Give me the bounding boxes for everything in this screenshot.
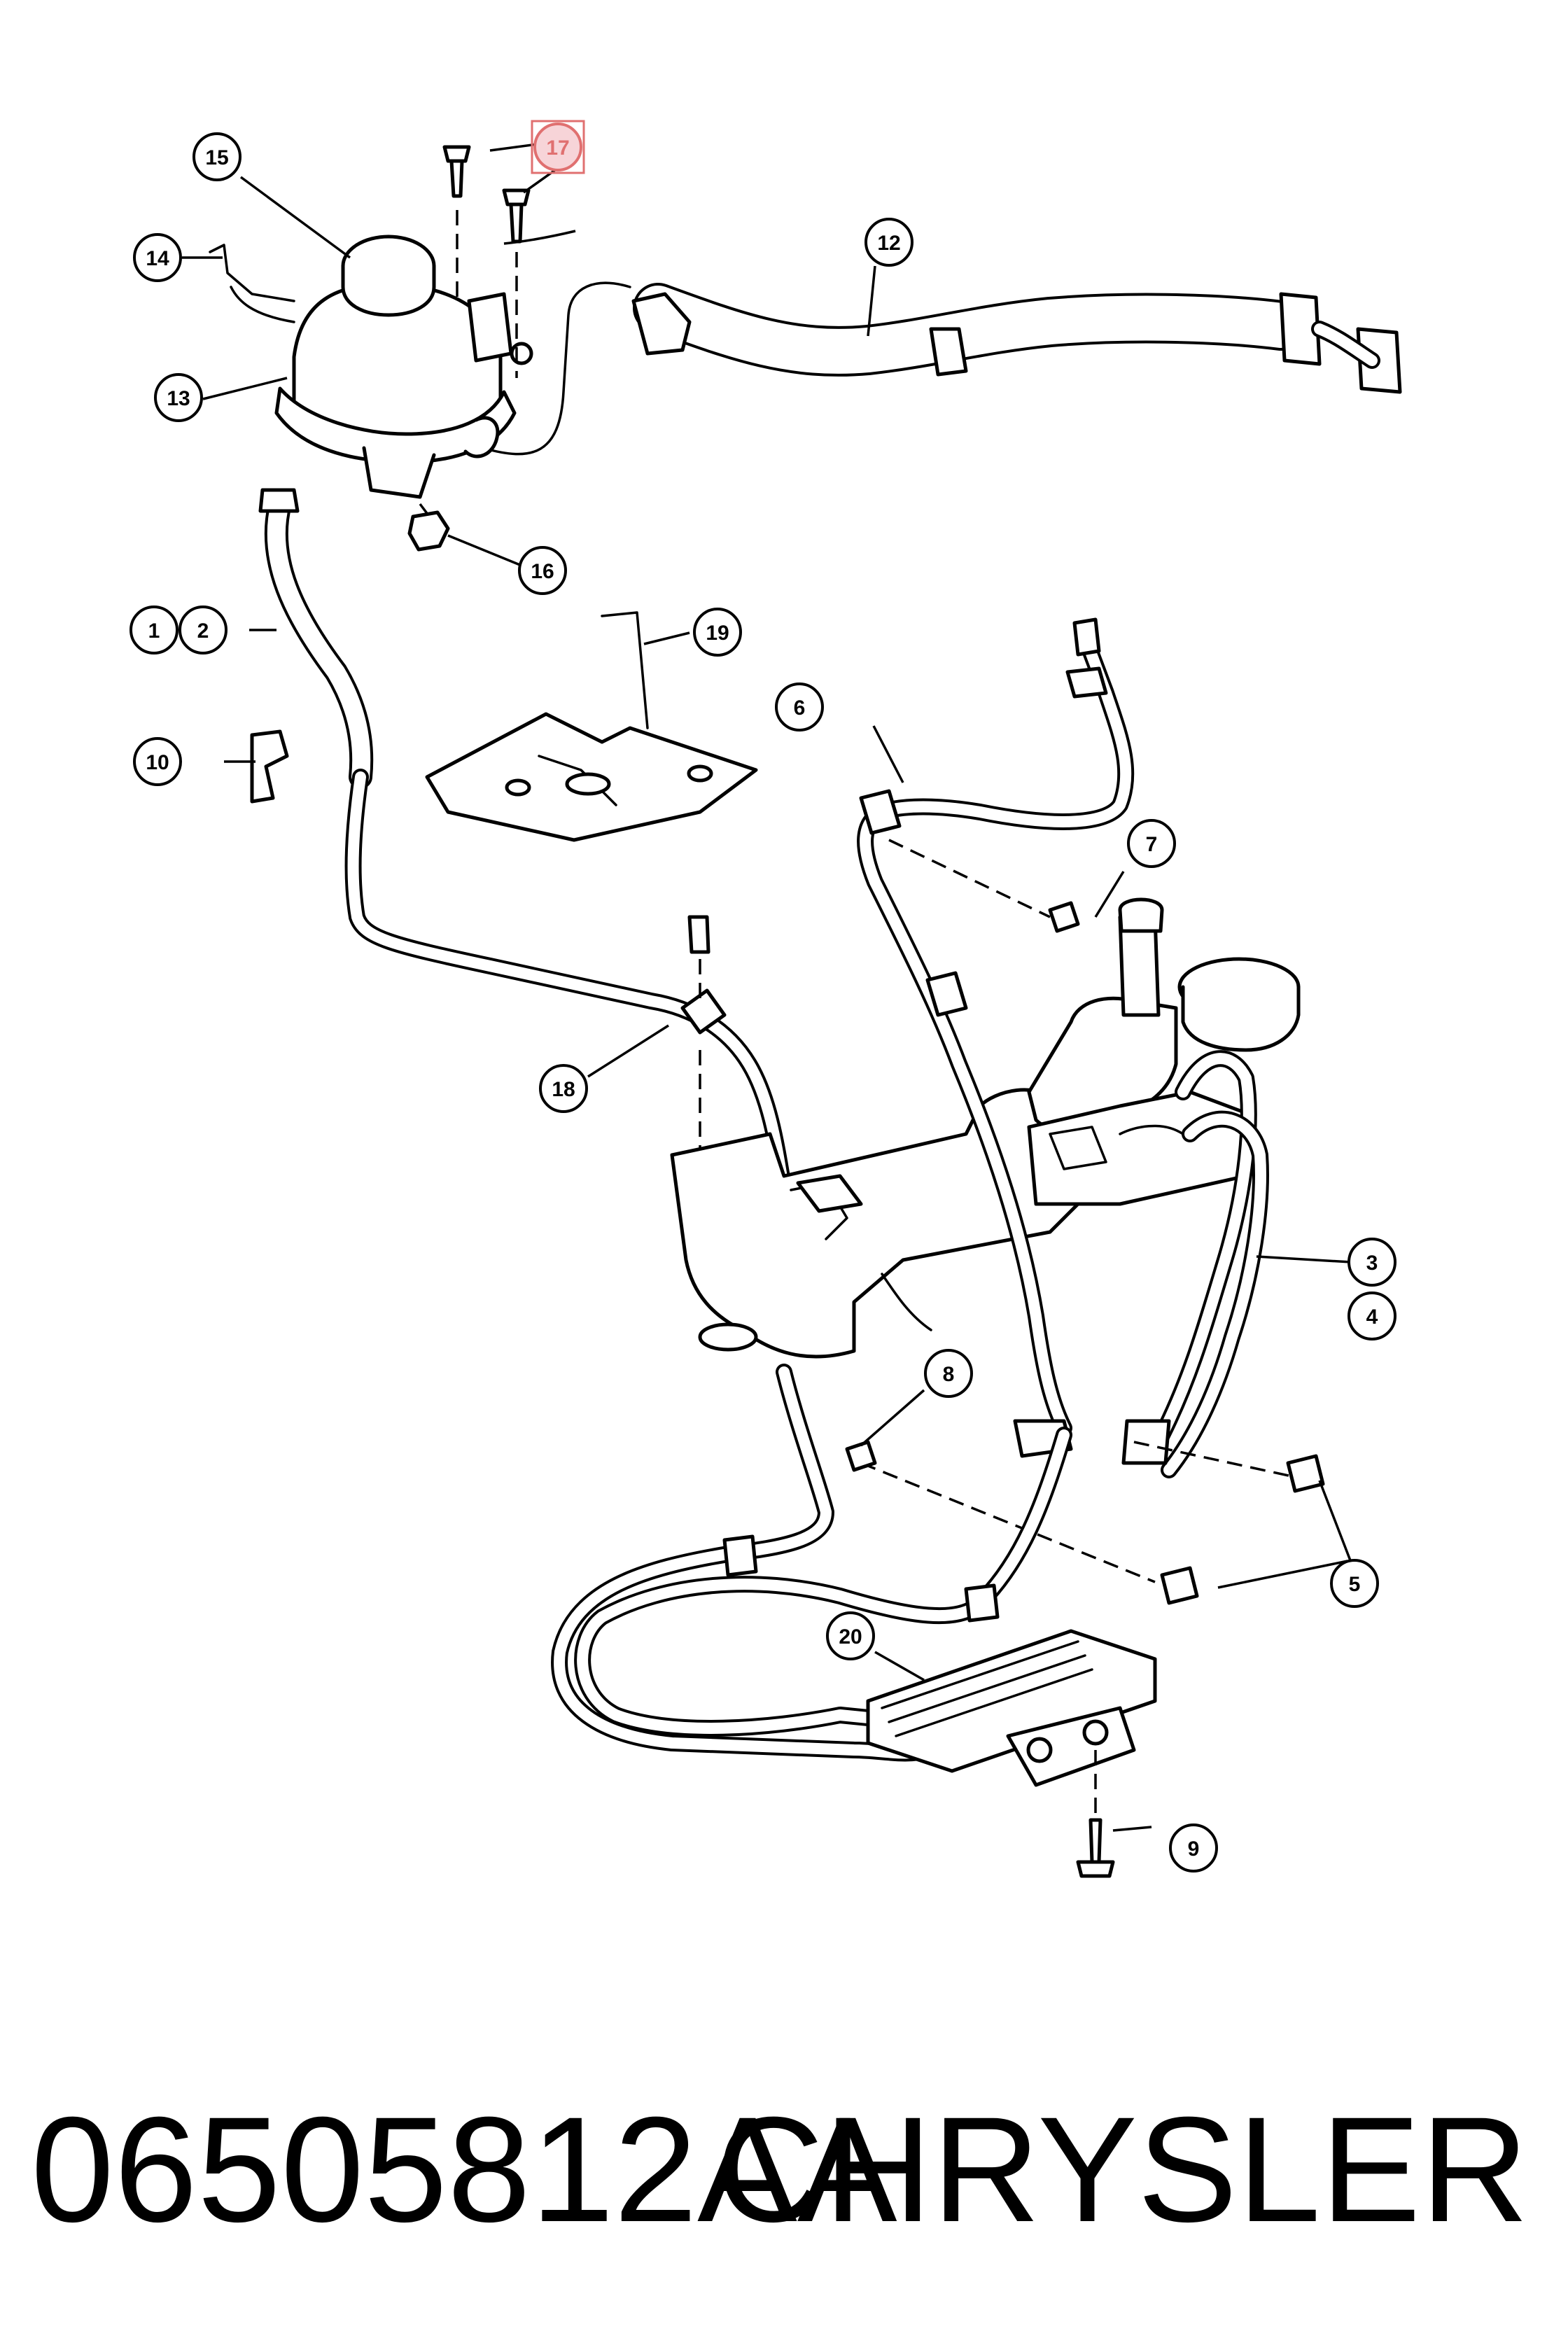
callout-circle: [533, 122, 582, 172]
line-6: [857, 617, 1135, 1436]
callout-label: 12: [877, 232, 900, 255]
callout-circle: [1330, 1559, 1379, 1608]
callout-label: 6: [794, 696, 806, 720]
callout-9: 9: [1169, 1823, 1218, 1872]
callout-highlight-box: [531, 120, 585, 174]
bracket-14: [209, 244, 295, 302]
callout-label: 18: [552, 1078, 575, 1101]
bolt-9: [1076, 1750, 1115, 1878]
bracket-19: [425, 611, 758, 842]
callout-circle: [178, 606, 227, 654]
callout-16: 16: [518, 546, 567, 595]
callout-20: 20: [826, 1611, 875, 1660]
callout-circle: [1348, 1238, 1396, 1287]
callout-12: 12: [864, 218, 913, 267]
callout-circle: [1127, 819, 1176, 868]
callout-label: 15: [205, 146, 228, 169]
callout-label: 14: [146, 247, 169, 270]
callout-label: 4: [1366, 1306, 1378, 1329]
steering-gear: [1027, 897, 1301, 1206]
callout-2: 2: [178, 606, 227, 654]
callout-circle: [924, 1349, 973, 1398]
parts-drawing: [209, 145, 1402, 1878]
callout-15: 15: [192, 132, 241, 181]
callout-circle: [154, 373, 203, 422]
clip-18: [680, 915, 727, 1176]
callout-10: 10: [133, 737, 182, 786]
callout-circle: [539, 1064, 588, 1113]
hose-12: [631, 283, 1402, 394]
callout-circle: [518, 546, 567, 595]
callout-label: 13: [167, 387, 190, 410]
callout-6: 6: [775, 682, 824, 732]
nut-16: [407, 503, 450, 552]
callout-label: 17: [546, 136, 569, 160]
callout-label: 5: [1349, 1573, 1361, 1596]
brand-name: CHRYSLER: [715, 2086, 1529, 2253]
callout-3: 3: [1348, 1238, 1396, 1287]
callout-label: 16: [531, 560, 554, 583]
callout-circle: [693, 608, 742, 657]
callout-label: 3: [1366, 1252, 1378, 1275]
cooler-20: [866, 1629, 1157, 1787]
footer: 06505812AA CHRYSLER: [0, 2086, 1568, 2268]
callout-1: 1: [130, 606, 178, 654]
callout-circle: [826, 1611, 875, 1660]
hose-1-2: [258, 488, 792, 1198]
callout-circle: [130, 606, 178, 654]
callout-label: 1: [148, 620, 160, 643]
callout-label: 9: [1188, 1837, 1200, 1861]
reservoir: [230, 234, 533, 499]
callout-circle: [133, 737, 182, 786]
return-tube: [482, 281, 631, 456]
callout-label: 8: [943, 1363, 955, 1386]
callout-label: 20: [839, 1625, 862, 1648]
clip-10: [250, 729, 289, 804]
callout-4: 4: [1348, 1292, 1396, 1340]
cooler-lines: [551, 1364, 1072, 1762]
callout-label: 19: [706, 622, 729, 645]
callout-circle: [864, 218, 913, 267]
callout-5: 5: [1330, 1559, 1379, 1608]
callout-13: 13: [154, 373, 203, 422]
callout-label: 2: [197, 620, 209, 643]
callout-19: 19: [693, 608, 742, 657]
lines-3-4: [1013, 1050, 1269, 1478]
callout-circle: [1348, 1292, 1396, 1340]
callout-circle: [133, 233, 182, 282]
callout-circle: [1169, 1823, 1218, 1872]
screws-17: [442, 145, 531, 378]
callout-17: 17: [531, 120, 585, 174]
callout-8: 8: [924, 1349, 973, 1398]
callout-18: 18: [539, 1064, 588, 1113]
callout-7: 7: [1127, 819, 1176, 868]
callout-circle: [192, 132, 241, 181]
bolts-5: [845, 1440, 1325, 1605]
callout-label: 10: [146, 751, 169, 774]
callout-14: 14: [133, 233, 182, 282]
part-number: 06505812AA: [31, 2086, 897, 2253]
leader-lines: [182, 142, 1354, 1832]
callout-label: 7: [1146, 833, 1158, 856]
callout-circle: [775, 682, 824, 732]
